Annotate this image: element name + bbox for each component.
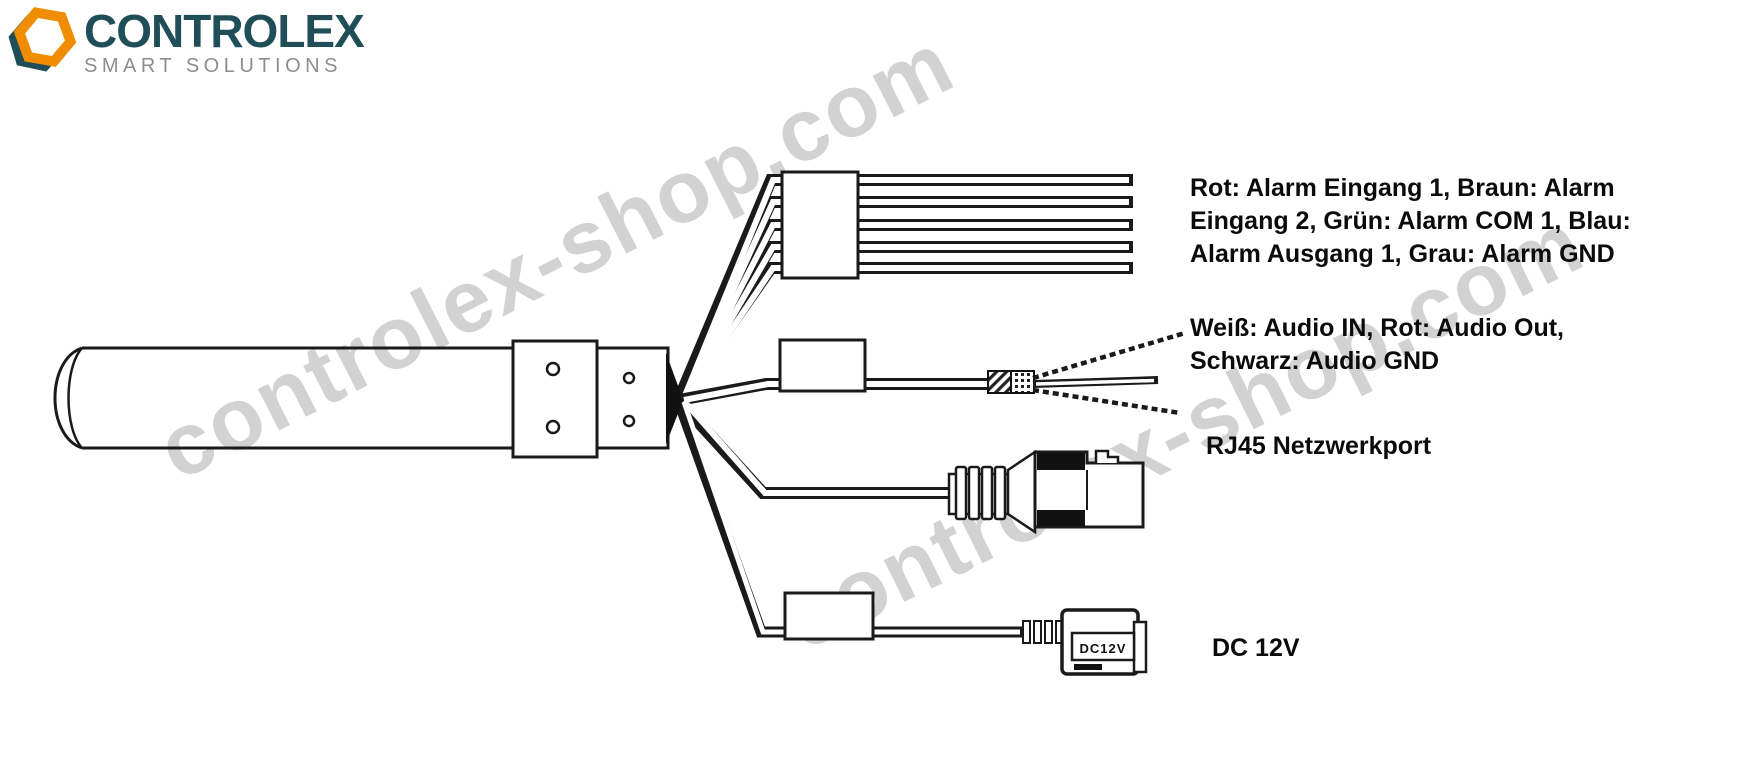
cable-bracket	[511, 339, 670, 459]
audio-shield-block	[1010, 370, 1035, 394]
alarm-label-block	[780, 170, 860, 280]
main-cable	[53, 346, 513, 450]
dc-connector: DC12V	[1022, 608, 1148, 676]
audio-label-block	[778, 338, 867, 393]
bracket-block-1	[511, 339, 599, 459]
audio-breakout	[987, 330, 1186, 416]
audio-wires-label: Weiß: Audio IN, Rot: Audio Out, Schwarz:…	[1190, 314, 1564, 375]
screw-hole	[545, 419, 561, 435]
dc-label: DC 12V	[1212, 634, 1300, 662]
dc-crimp	[1022, 620, 1064, 644]
screw-hole	[545, 361, 561, 377]
rj45-latch	[1094, 449, 1120, 463]
dc-plug-tip	[1132, 620, 1148, 674]
rj45-wire	[674, 396, 954, 499]
alarm-wires-label: Rot: Alarm Eingang 1, Braun: Alarm Einga…	[1190, 174, 1631, 268]
dc-label-block	[783, 591, 875, 641]
rj45-label: RJ45 Netzwerkport	[1206, 432, 1432, 460]
screw-hole	[622, 414, 636, 428]
dc-plug-marking: DC12V	[1080, 641, 1127, 656]
brand-tagline: SMART SOLUTIONS	[84, 55, 342, 77]
rj45-connector	[947, 449, 1145, 535]
branch-wires	[673, 378, 1023, 638]
controlex-logo: CONTROLEX SMART SOLUTIONS	[8, 4, 365, 77]
breakout-wedge	[666, 353, 681, 444]
audio-fan-wires	[1032, 330, 1186, 416]
audio-shield-block	[987, 370, 1012, 394]
brand-name: CONTROLEX	[84, 5, 365, 57]
controlex-logo-icon	[8, 7, 76, 72]
rj45-plug-body	[1033, 450, 1145, 529]
alarm-wire-bundle	[673, 174, 1133, 403]
bracket-block-2	[595, 346, 670, 450]
screw-hole	[622, 371, 636, 385]
